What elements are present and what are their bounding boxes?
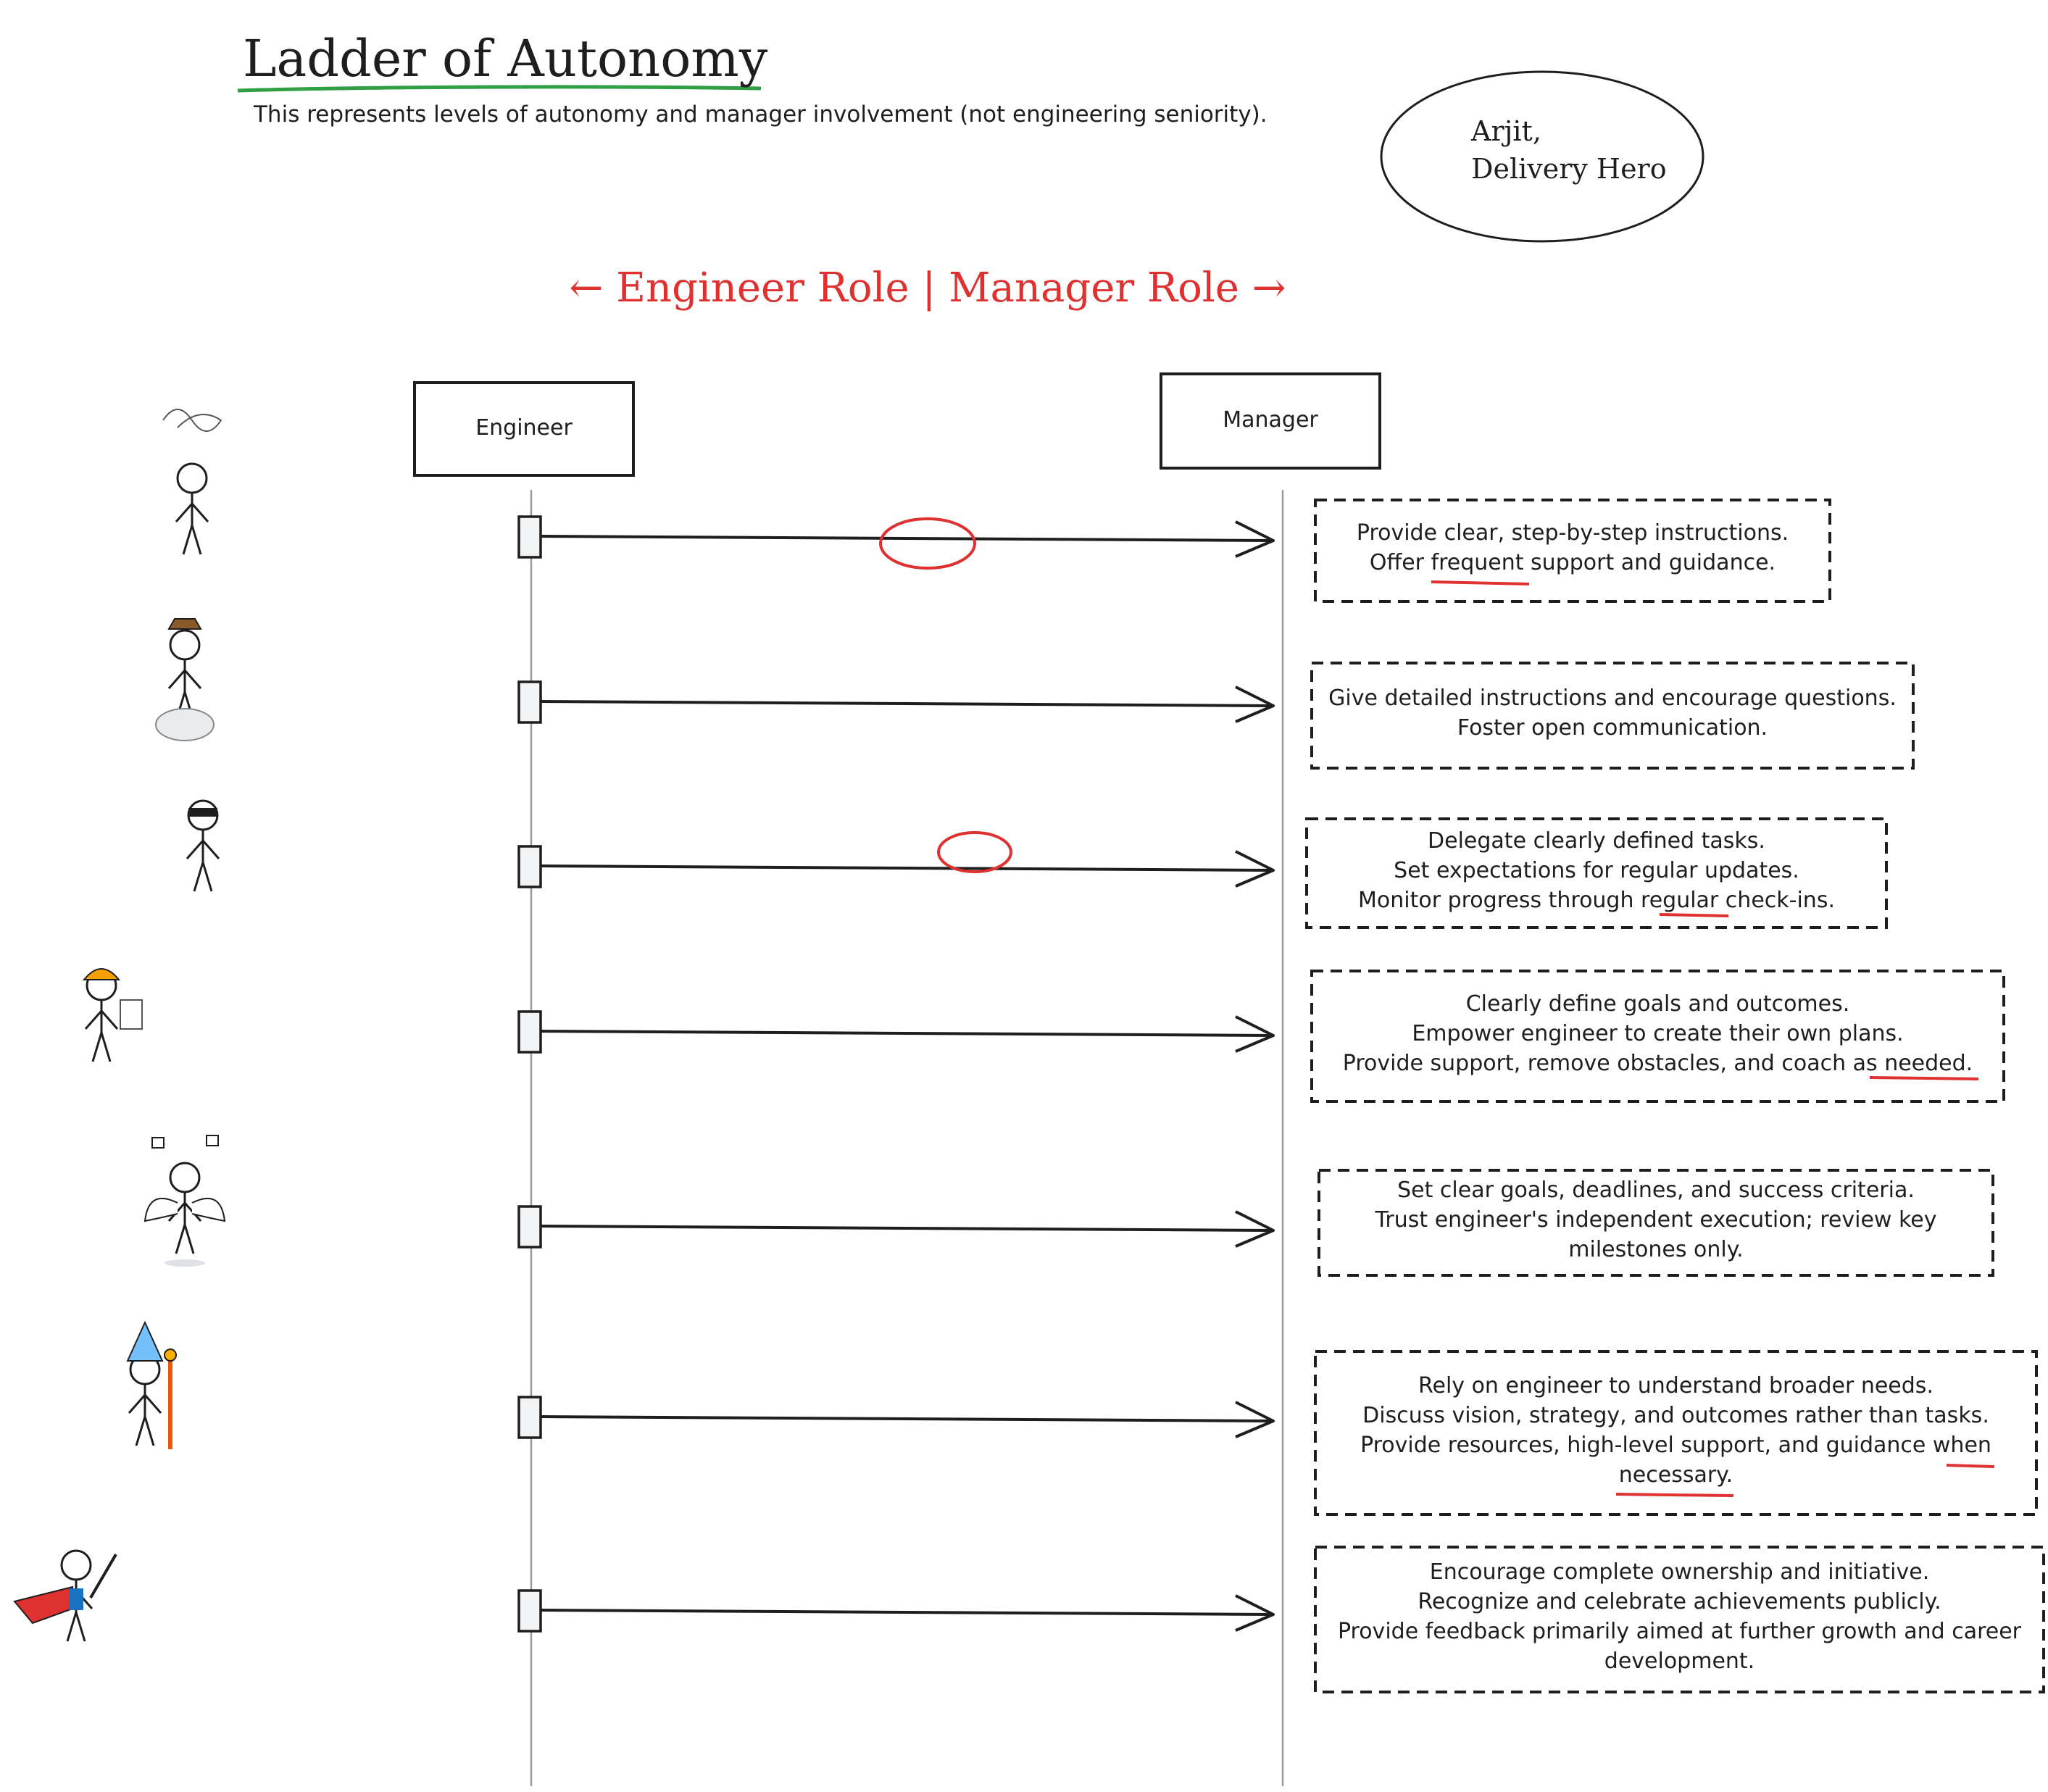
superhero-with-cape-icon [13, 1549, 117, 1642]
manager-line: necessary. [1618, 1462, 1733, 1488]
level-5-arrowhead [1235, 1210, 1275, 1248]
underline-when [1946, 1464, 1995, 1468]
manager-line: Recognize and celebrate achievements pub… [1418, 1589, 1941, 1614]
level-7-activation-box [517, 1589, 542, 1633]
level-4-activation-box [517, 1010, 542, 1054]
level-1-manager-box [1314, 499, 1831, 603]
emphasis-circle-exactly [879, 517, 976, 570]
emphasis-circle-tasks [937, 831, 1012, 873]
author-label: Arjit, Delivery Hero [1471, 112, 1667, 188]
manager-line: Trust engineer's independent execution; … [1375, 1207, 1937, 1233]
author-name: Arjit, [1471, 115, 1541, 147]
level-3-manager-text: Delegate clearly defined tasks. Set expec… [1307, 826, 1886, 915]
title-underline [237, 85, 762, 93]
manager-line: Clearly define goals and outcomes. [1465, 991, 1850, 1017]
level-4-manager-text: Clearly define goals and outcomes. Empowe… [1312, 989, 2004, 1078]
manager-line: Offer frequent support and guidance. [1369, 550, 1776, 575]
manager-line: Discuss vision, strategy, and outcomes r… [1362, 1402, 1989, 1428]
manager-line: Encourage complete ownership and initiat… [1429, 1559, 1930, 1585]
explorer-on-rock-icon [155, 618, 215, 741]
level-7-arrow [540, 1609, 1273, 1616]
level-7-manager-text: Encourage complete ownership and initiat… [1315, 1557, 2044, 1676]
wizard-with-staff-icon [126, 1320, 177, 1449]
manager-line: Provide support, remove obstacles, and c… [1342, 1050, 1973, 1076]
level-3-arrowhead [1235, 850, 1275, 888]
level-2-arrow [540, 700, 1273, 707]
level-6-activation-box [517, 1396, 542, 1439]
level-5-manager-box [1318, 1169, 1994, 1277]
manager-line: development. [1604, 1649, 1755, 1674]
manager-line: Provide feedback primarily aimed at furt… [1337, 1619, 2022, 1644]
level-6-arrow [540, 1415, 1273, 1422]
level-3-manager-box [1305, 817, 1888, 929]
manager-line: Monitor progress through regular check-i… [1358, 887, 1835, 913]
engineer-lane-box [413, 381, 635, 477]
manager-line: Set expectations for regular updates. [1394, 857, 1799, 883]
manager-line: Rely on engineer to understand broader n… [1418, 1372, 1933, 1399]
roles-heading: ← Engineer Role | Manager Role → [569, 264, 1286, 312]
level-6-manager-box [1314, 1350, 2038, 1516]
manager-line: milestones only. [1568, 1237, 1744, 1262]
level-3-arrow [540, 864, 1273, 872]
level-1-activation-box [517, 515, 542, 559]
level-2-manager-text: Give detailed instructions and encourage… [1312, 683, 1913, 743]
juggling-angel-icon [143, 1135, 226, 1267]
manager-line: Foster open communication. [1457, 714, 1768, 741]
level-6-manager-text: Rely on engineer to understand broader n… [1315, 1371, 2036, 1490]
author-ellipse [1380, 70, 1704, 243]
level-2-arrowhead [1235, 685, 1275, 723]
underline-as-needed [1869, 1076, 1979, 1080]
page-title: Ladder of Autonomy [243, 29, 768, 88]
level-5-activation-box [517, 1205, 542, 1249]
manager-line: Provide resources, high-level support, a… [1360, 1432, 1991, 1458]
manager-lane-label: Manager [1223, 407, 1318, 433]
level-6-arrowhead [1235, 1401, 1275, 1438]
level-5-arrow [540, 1225, 1273, 1232]
level-7-arrowhead [1235, 1594, 1275, 1632]
level-2-manager-box [1310, 662, 1915, 770]
level-1-arrowhead [1235, 520, 1275, 558]
manager-line: Set clear goals, deadlines, and success … [1397, 1178, 1915, 1203]
level-5-manager-text: Set clear goals, deadlines, and success … [1319, 1175, 1993, 1264]
confused-stick-figure-icon [162, 409, 222, 555]
level-2-activation-box [517, 680, 542, 724]
manager-line: Delegate clearly defined tasks. [1428, 828, 1765, 854]
ninja-figure-icon [186, 799, 220, 892]
author-company: Delivery Hero [1471, 153, 1667, 185]
underline-necessary [1615, 1493, 1734, 1497]
manager-line: Provide clear, step-by-step instructions… [1356, 520, 1789, 546]
level-4-arrow [540, 1030, 1273, 1037]
manager-line: Give detailed instructions and encourage… [1328, 685, 1897, 711]
level-1-arrow [540, 535, 1273, 542]
underline-regular [1659, 913, 1729, 917]
engineer-lane-label: Engineer [475, 415, 573, 441]
level-3-activation-box [517, 845, 542, 888]
manager-line: Empower engineer to create their own pla… [1412, 1020, 1904, 1046]
level-1-manager-text: Provide clear, step-by-step instructions… [1315, 518, 1830, 578]
builder-with-hardhat-icon [82, 968, 143, 1062]
underline-frequent [1431, 580, 1530, 585]
page-subtitle: This represents levels of autonomy and m… [254, 101, 1267, 128]
level-7-manager-box [1314, 1546, 2045, 1693]
manager-lane-box [1160, 372, 1381, 470]
level-4-arrowhead [1235, 1015, 1275, 1053]
level-4-manager-box [1310, 970, 2005, 1103]
